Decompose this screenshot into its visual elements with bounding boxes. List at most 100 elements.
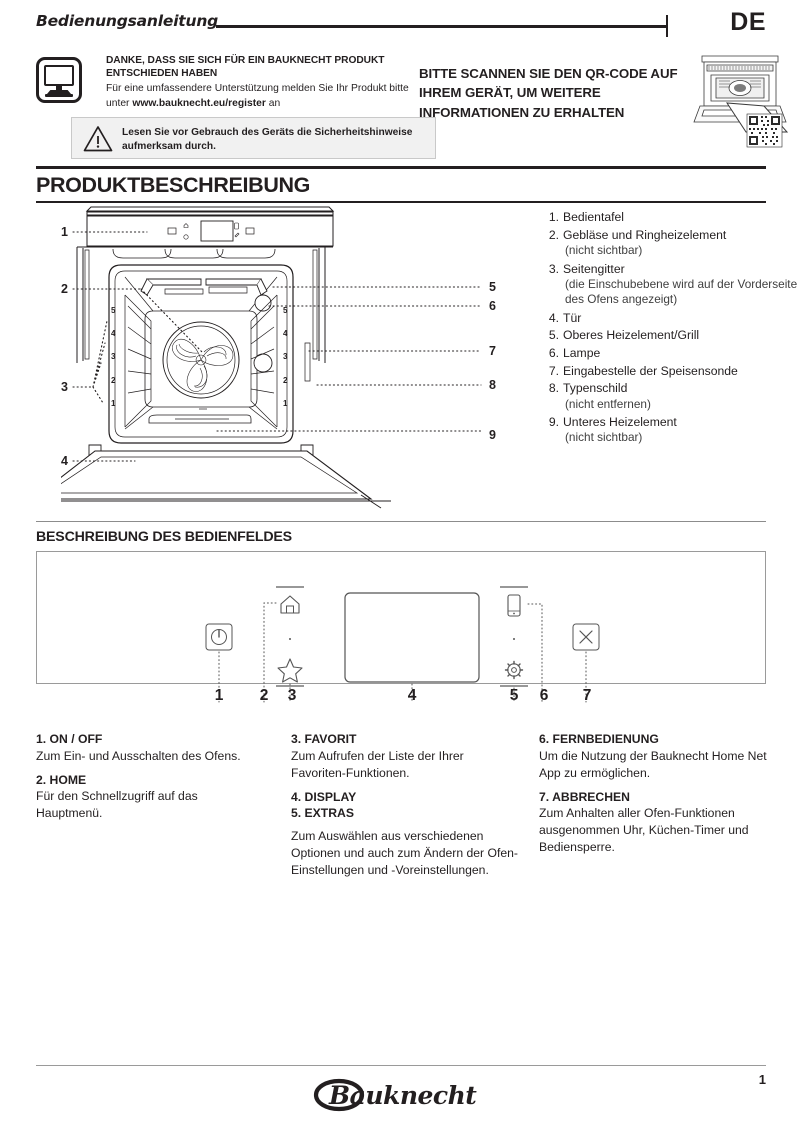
- panel-number-7: 7: [582, 687, 592, 705]
- part-label: Oberes Heizelement/Grill: [563, 328, 700, 343]
- svg-text:4: 4: [61, 454, 68, 468]
- description-column-1: 1. ON / OFF Zum Ein- und Ausschalten des…: [36, 731, 256, 828]
- monitor-icon: [36, 57, 82, 103]
- svg-text:3: 3: [111, 352, 116, 361]
- part-label: Eingabestelle der Speisensonde: [563, 363, 738, 378]
- control-panel-numbers: 1 2 3 4 5 6 7: [36, 687, 766, 717]
- svg-text:4: 4: [111, 329, 116, 338]
- panel-number-6: 6: [539, 687, 549, 705]
- part-label: Typenschild: [563, 381, 628, 396]
- panel-number-5: 5: [509, 687, 519, 705]
- svg-text:5: 5: [489, 280, 496, 294]
- svg-text:2: 2: [61, 282, 68, 296]
- description-column-2: 3. FAVORIT Zum Aufrufen der Liste der Ih…: [291, 731, 521, 886]
- part-number: 6.: [548, 346, 559, 361]
- desc-head-2: 2. HOME: [36, 772, 87, 787]
- part-label: Tür: [563, 310, 582, 325]
- safety-warning-text: Lesen Sie vor Gebrauch des Geräts die Si…: [122, 127, 413, 152]
- page-footer: Bauknecht 1: [36, 1065, 766, 1112]
- list-item: 8. Typenschild (nicht entfernen): [541, 380, 802, 412]
- oven-front-cutaway-diagram: 5 4 3 2 1 5 4 3 2 1 1 2 3 4 5 6: [61, 206, 496, 509]
- svg-text:1: 1: [111, 399, 116, 408]
- section-rule-bottom: [36, 201, 766, 204]
- gear-icon: [504, 661, 524, 680]
- part-label: Lampe: [563, 346, 601, 361]
- svg-text:3: 3: [283, 352, 288, 361]
- panel-section-title: BESCHREIBUNG DES BEDIENFELDES: [36, 529, 292, 546]
- part-sublabel: (nicht sichtbar): [565, 430, 643, 445]
- list-item: 5. Oberes Heizelement/Grill: [541, 327, 802, 343]
- product-section-title: PRODUKTBESCHREIBUNG: [36, 173, 311, 197]
- svg-text:2: 2: [111, 376, 116, 385]
- list-item: 1. Bedientafel: [541, 209, 802, 225]
- page-number: 1: [758, 1072, 766, 1087]
- desc-body-5: Zum Auswählen aus verschiedenen Optionen…: [291, 829, 518, 878]
- section-rule-top: [36, 166, 766, 169]
- svg-text:8: 8: [489, 378, 496, 392]
- part-label: Bedientafel: [563, 210, 624, 225]
- thanks-body: Für eine umfassendere Unterstützung meld…: [106, 82, 426, 111]
- description-column-3: 6. FERNBEDIENUNG Um die Nutzung der Bauk…: [539, 731, 789, 862]
- part-label: Unteres Heizelement: [563, 414, 677, 429]
- header-tick: [665, 15, 668, 37]
- star-icon: [277, 658, 303, 683]
- desc-head-7: 7. ABBRECHEN: [539, 789, 630, 804]
- panel-number-3: 3: [287, 687, 297, 705]
- panel-descriptions: 1. ON / OFF Zum Ein- und Ausschalten des…: [36, 731, 767, 931]
- desc-body-7: Zum Anhalten aller Ofen-Funktionen ausge…: [539, 805, 749, 854]
- panel-number-1: 1: [214, 687, 224, 705]
- list-item: 3. Seitengitter (die Einschubebene wird …: [541, 261, 802, 309]
- desc-head-3: 3. FAVORIT: [291, 732, 357, 747]
- svg-text:5: 5: [283, 306, 288, 315]
- control-panel-diagram: [205, 586, 600, 703]
- panel-number-4: 4: [407, 687, 417, 705]
- svg-text:6: 6: [489, 299, 496, 313]
- thanks-body-after: an: [265, 97, 281, 109]
- warning-triangle-icon: [83, 126, 113, 152]
- product-diagram-area: 5 4 3 2 1 5 4 3 2 1 1 2 3 4 5 6: [36, 203, 797, 521]
- desc-head-1: 1. ON / OFF: [36, 732, 103, 747]
- panel-section-rule: [36, 521, 766, 523]
- qr-instruction-text: BITTE SCANNEN SIE DEN QR-CODE AUF IHREM …: [419, 66, 678, 120]
- part-number: 1.: [548, 210, 559, 225]
- part-number: 4.: [548, 310, 559, 325]
- register-link[interactable]: www.bauknecht.eu/register: [132, 97, 266, 109]
- part-number: 2.: [548, 228, 559, 243]
- brand-logo: Bauknecht: [313, 1078, 489, 1112]
- desc-body-3: Zum Aufrufen der Liste der Ihrer Favorit…: [291, 748, 464, 780]
- desc-head-5: 5. EXTRAS: [291, 805, 354, 820]
- control-panel-area: 1 2 3 4 5 6 7: [36, 551, 766, 723]
- page-header: Bedienungsanleitung DE: [36, 0, 766, 44]
- oven-qr-code-illustration: [693, 55, 789, 148]
- phone-icon: [507, 594, 521, 617]
- list-item: 2. Gebläse und Ringheizelement (nicht si…: [541, 227, 802, 259]
- safety-warning-box: Lesen Sie vor Gebrauch des Geräts die Si…: [71, 117, 436, 159]
- footer-rule: [36, 1065, 766, 1066]
- desc-head-6: 6. FERNBEDIENUNG: [539, 732, 659, 747]
- power-icon: [205, 623, 233, 651]
- part-label: Seitengitter: [563, 261, 625, 276]
- svg-text:2: 2: [283, 376, 288, 385]
- display-screen: [344, 592, 480, 683]
- desc-body-6: Um die Nutzung der Bauknecht Home Net Ap…: [539, 748, 767, 780]
- language-code: DE: [730, 8, 766, 36]
- document-title: Bedienungsanleitung: [36, 12, 219, 30]
- svg-text:1: 1: [283, 399, 288, 408]
- desc-body-2: Für den Schnellzugriff auf das Hauptmenü…: [36, 789, 198, 820]
- list-item: 4. Tür: [541, 310, 802, 326]
- part-number: 8.: [548, 381, 559, 396]
- header-rule: [216, 25, 666, 28]
- part-number: 7.: [548, 363, 559, 378]
- svg-text:1: 1: [61, 225, 68, 239]
- desc-head-4: 4. DISPLAY: [291, 789, 357, 804]
- part-number: 3.: [548, 261, 559, 276]
- thanks-heading: DANKE, DASS SIE SICH FÜR EIN BAUKNECHT P…: [106, 55, 385, 80]
- list-item: 9. Unteres Heizelement (nicht sichtbar): [541, 414, 802, 446]
- parts-list: 1. Bedientafel 2. Gebläse und Ringheizel…: [541, 209, 802, 447]
- intro-block: DANKE, DASS SIE SICH FÜR EIN BAUKNECHT P…: [36, 44, 789, 162]
- panel-number-2: 2: [259, 687, 269, 705]
- list-item: 6. Lampe: [541, 345, 802, 361]
- home-icon: [280, 595, 300, 614]
- svg-text:7: 7: [489, 344, 496, 358]
